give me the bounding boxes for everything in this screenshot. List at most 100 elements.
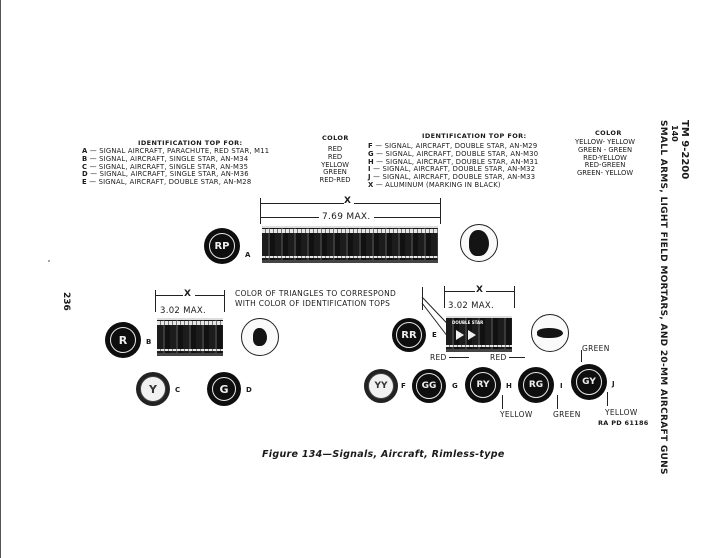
dim-line [486, 291, 514, 292]
callout-red-i: RED [490, 353, 507, 362]
dim-x-label-e: X [476, 285, 484, 295]
top-disc-b: R [105, 322, 141, 358]
dim-line [195, 295, 224, 296]
top-disc-j: GY [571, 364, 607, 400]
top-disc-d: G [207, 372, 241, 406]
dim-x-label-b: X [184, 289, 192, 299]
base-disc-e [531, 314, 569, 352]
label-g: G [452, 382, 458, 390]
callout-line [557, 395, 558, 409]
callout-red-h: RED [430, 353, 447, 362]
dim-line [374, 217, 440, 218]
legend-item-x: X — ALUMINUM (MARKING IN BLACK) [368, 180, 501, 189]
label-h: H [506, 382, 512, 390]
dim-tick [440, 198, 441, 224]
color-i: RED-GREEN [584, 161, 626, 170]
legend-item-i: I — SIGNAL, AIRCRAFT, DOUBLE STAR, AN-M3… [368, 165, 536, 174]
legend-item-a: A — SIGNAL AIRCRAFT, PARACHUTE, RED STAR… [82, 147, 270, 155]
cartridge-e: DOUBLE STAR [446, 316, 515, 352]
dim-tick [155, 290, 156, 312]
legend-item-b: B — SIGNAL, AIRCRAFT, SINGLE STAR, AN-M3… [82, 154, 249, 163]
dim-short-label-b: 3.02 MAX. [160, 306, 207, 316]
legend-item-f: F — SIGNAL, AIRCRAFT, DOUBLE STAR, AN-M2… [368, 142, 538, 150]
legend-item-c: C — SIGNAL, AIRCRAFT, SINGLE STAR, AN-M3… [82, 162, 249, 171]
figure-reference: RA PD 61186 [598, 419, 649, 427]
cartridge-b [157, 318, 226, 356]
color-e: RED-RED [319, 176, 351, 185]
page-title: SMALL ARMS, LIGHT FIELD MORTARS, AND 20-… [658, 120, 668, 475]
callout-line [509, 357, 525, 358]
top-disc-e: RR [392, 318, 426, 352]
dim-tick [514, 286, 515, 308]
top-disc-h: RY [465, 367, 501, 403]
dim-short-label-e: 3.02 MAX. [448, 301, 495, 311]
color-a: RED [327, 145, 343, 153]
legend-left-colors: RED RED YELLOW GREEN RED-RED [315, 145, 355, 185]
top-disc-c: Y [136, 372, 170, 406]
legend-right-colors: YELLOW- YELLOW GREEN - GREEN RED-YELLOW … [570, 138, 640, 178]
callout-yellow-h: YELLOW [500, 410, 533, 419]
callout-line [607, 392, 608, 406]
callout-yellow-j: YELLOW [605, 408, 638, 417]
triangle-marker-icon [456, 330, 464, 340]
callout-line [449, 357, 469, 358]
legend-item-g: G — SIGNAL, AIRCRAFT, DOUBLE STAR, AN-M3… [368, 149, 539, 158]
dim-line [354, 203, 440, 204]
label-j: J [612, 380, 615, 388]
color-f: YELLOW- YELLOW [574, 138, 636, 146]
dim-line [156, 295, 183, 296]
dim-line [261, 203, 344, 204]
label-d: D [246, 386, 252, 394]
label-i: I [560, 382, 563, 390]
color-j: GREEN- YELLOW [576, 169, 634, 178]
triangle-note-line2: WITH COLOR OF IDENTIFICATION TOPS [235, 299, 391, 308]
top-disc-f: YY [364, 369, 398, 403]
color-c: YELLOW [321, 160, 349, 169]
legend-item-d: D — SIGNAL, AIRCRAFT, SINGLE STAR, AN-M3… [82, 170, 249, 179]
label-e: E [432, 331, 437, 339]
top-disc-a: RP [204, 228, 240, 264]
base-disc-b [241, 318, 279, 356]
dim-x-label-a: X [344, 196, 352, 206]
figure-caption: Figure 134—Signals, Aircraft, Rimless-ty… [262, 449, 505, 460]
label-b: B [146, 338, 152, 346]
dim-line [445, 291, 475, 292]
dim-line [261, 217, 319, 218]
triangle-note-line1: COLOR OF TRIANGLES TO CORRESPOND [235, 289, 397, 298]
dim-tick [260, 198, 261, 224]
triangle-marker-icon [468, 330, 476, 340]
top-disc-i: RG [518, 367, 554, 403]
dim-long-label: 7.69 MAX. [322, 212, 371, 222]
dim-tick [224, 290, 225, 312]
legend-right-heading: IDENTIFICATION TOP FOR: [422, 132, 527, 140]
legend-item-j: J — SIGNAL, AIRCRAFT, DOUBLE STAR, AN-M3… [368, 173, 536, 182]
legend-right-list: F — SIGNAL, AIRCRAFT, DOUBLE STAR, AN-M2… [368, 142, 539, 190]
callout-line [502, 395, 503, 409]
scan-speck [48, 260, 50, 262]
legend-left-list: A — SIGNAL AIRCRAFT, PARACHUTE, RED STAR… [82, 147, 270, 187]
page-number: 236 [61, 292, 71, 311]
section-number: 140 [670, 125, 679, 142]
legend-item-e: E — SIGNAL, AIRCRAFT, DOUBLE STAR, AN-M2… [82, 178, 252, 187]
legend-left-color-heading: COLOR [322, 134, 349, 142]
callout-green-i: GREEN [553, 410, 581, 419]
dim-tick [444, 286, 445, 308]
color-b: RED [327, 152, 343, 161]
callout-green-j: GREEN [582, 344, 610, 353]
label-a: A [245, 251, 251, 259]
top-disc-g: GG [412, 369, 446, 403]
color-g: GREEN - GREEN [577, 145, 633, 154]
base-disc-a [460, 224, 498, 262]
legend-item-h: H — SIGNAL, AIRCRAFT, DOUBLE STAR, AN-M3… [368, 157, 539, 166]
page-edge [0, 0, 1, 558]
cartridge-e-marking: DOUBLE STAR [452, 320, 484, 325]
legend-left-heading: IDENTIFICATION TOP FOR: [138, 139, 243, 147]
color-d: GREEN [323, 168, 347, 177]
note-bracket [422, 287, 423, 310]
cartridge-a [262, 226, 441, 263]
label-f: F [401, 382, 406, 390]
callout-line [581, 350, 582, 362]
label-c: C [175, 386, 181, 394]
tm-number: TM 9-2200 [679, 120, 690, 180]
color-h: RED-YELLOW [583, 153, 627, 162]
